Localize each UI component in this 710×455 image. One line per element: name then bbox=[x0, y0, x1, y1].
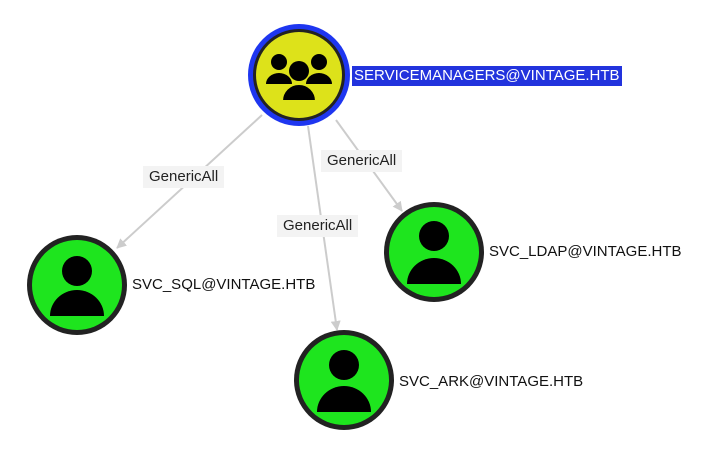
user-icon bbox=[407, 221, 461, 284]
node-label-svc-ark[interactable]: SVC_ARK@VINTAGE.HTB bbox=[399, 373, 584, 390]
node-svc-ark[interactable] bbox=[294, 330, 394, 430]
users-group-icon bbox=[266, 54, 332, 102]
node-label-servicemanagers[interactable]: SERVICEMANAGERS@VINTAGE.HTB bbox=[352, 66, 622, 86]
user-icon bbox=[50, 256, 104, 316]
node-svc-ldap[interactable] bbox=[384, 202, 484, 302]
node-svc-sql[interactable] bbox=[27, 235, 127, 335]
user-icon bbox=[317, 350, 371, 412]
edge-label-generic-all[interactable]: GenericAll bbox=[143, 166, 225, 188]
node-servicemanagers[interactable] bbox=[248, 24, 350, 126]
node-label-svc-ldap[interactable]: SVC_LDAP@VINTAGE.HTB bbox=[489, 243, 682, 260]
node-label-svc-sql[interactable]: SVC_SQL@VINTAGE.HTB bbox=[132, 276, 316, 293]
edge-label-generic-all[interactable]: GenericAll bbox=[277, 215, 359, 237]
edge-label-generic-all[interactable]: GenericAll bbox=[321, 150, 403, 172]
